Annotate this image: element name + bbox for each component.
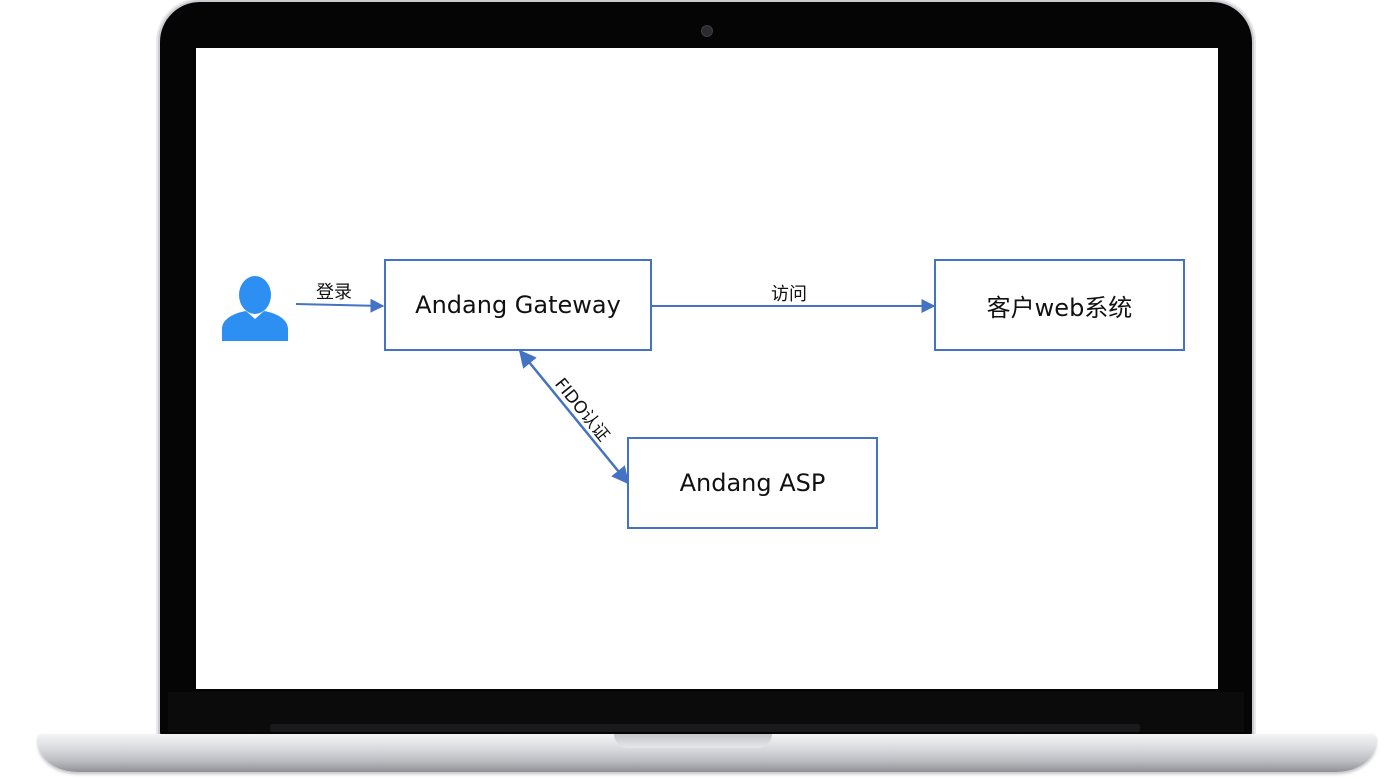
edge-login-label: 登录: [316, 282, 352, 303]
laptop-screen: Andang Gateway 客户web系统 Andang ASP 登录 访问 …: [196, 48, 1218, 689]
node-andang-asp-label: Andang ASP: [679, 469, 826, 497]
edge-access-label: 访问: [771, 284, 807, 305]
diagram-edges: [295, 298, 936, 485]
camera-icon: [702, 26, 712, 36]
node-andang-gateway: Andang Gateway: [384, 259, 652, 351]
person-icon: [222, 276, 288, 341]
edge-fido-arrow: [518, 349, 630, 485]
edge-login-arrow: [295, 298, 385, 313]
laptop-chin-strip: [270, 724, 1140, 732]
node-customer-web-system-label: 客户web系统: [986, 293, 1133, 322]
node-andang-gateway-label: Andang Gateway: [415, 291, 621, 319]
laptop-base-notch: [614, 734, 772, 748]
node-andang-asp: Andang ASP: [627, 437, 878, 529]
node-customer-web-system: 客户web系统: [934, 259, 1185, 351]
